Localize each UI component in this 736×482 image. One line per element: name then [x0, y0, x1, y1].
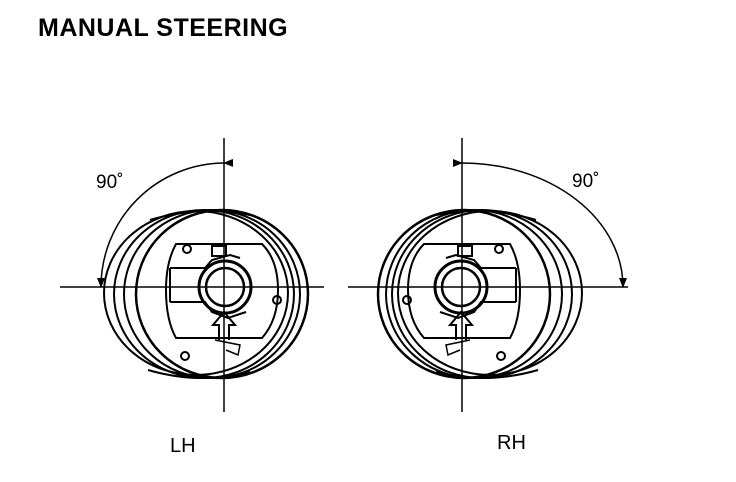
rh-assembly: 90˚ RH: [348, 138, 628, 454]
page-title: MANUAL STEERING: [38, 14, 289, 42]
rh-angle-arrow: [452, 158, 627, 288]
lh-bolt: [272, 295, 282, 305]
lh-angle-arrow: [97, 158, 234, 288]
rh-bolt: [496, 351, 506, 361]
lh-bolt: [180, 351, 190, 361]
rh-up-arrow: [447, 310, 475, 340]
rh-mounting-plate: [406, 243, 522, 339]
rh-side-label: RH: [497, 432, 526, 454]
rh-housing: [376, 208, 583, 380]
lh-mounting-plate: [164, 243, 280, 339]
rh-shaft-inner: [440, 266, 482, 308]
lh-angle-label: 90˚: [96, 172, 123, 193]
rh-bolt: [402, 295, 412, 305]
rh-bolt: [494, 244, 504, 254]
lh-assembly: 90˚ LH: [60, 138, 324, 457]
rh-steering-arm: [439, 245, 517, 320]
lh-steering-arm: [169, 245, 247, 320]
lh-bolt: [182, 244, 192, 254]
rh-angle-label: 90˚: [572, 171, 599, 192]
lh-side-label: LH: [170, 435, 196, 457]
lh-up-arrow: [210, 310, 238, 340]
lh-housing: [103, 208, 310, 380]
lh-shaft-inner: [204, 266, 246, 308]
